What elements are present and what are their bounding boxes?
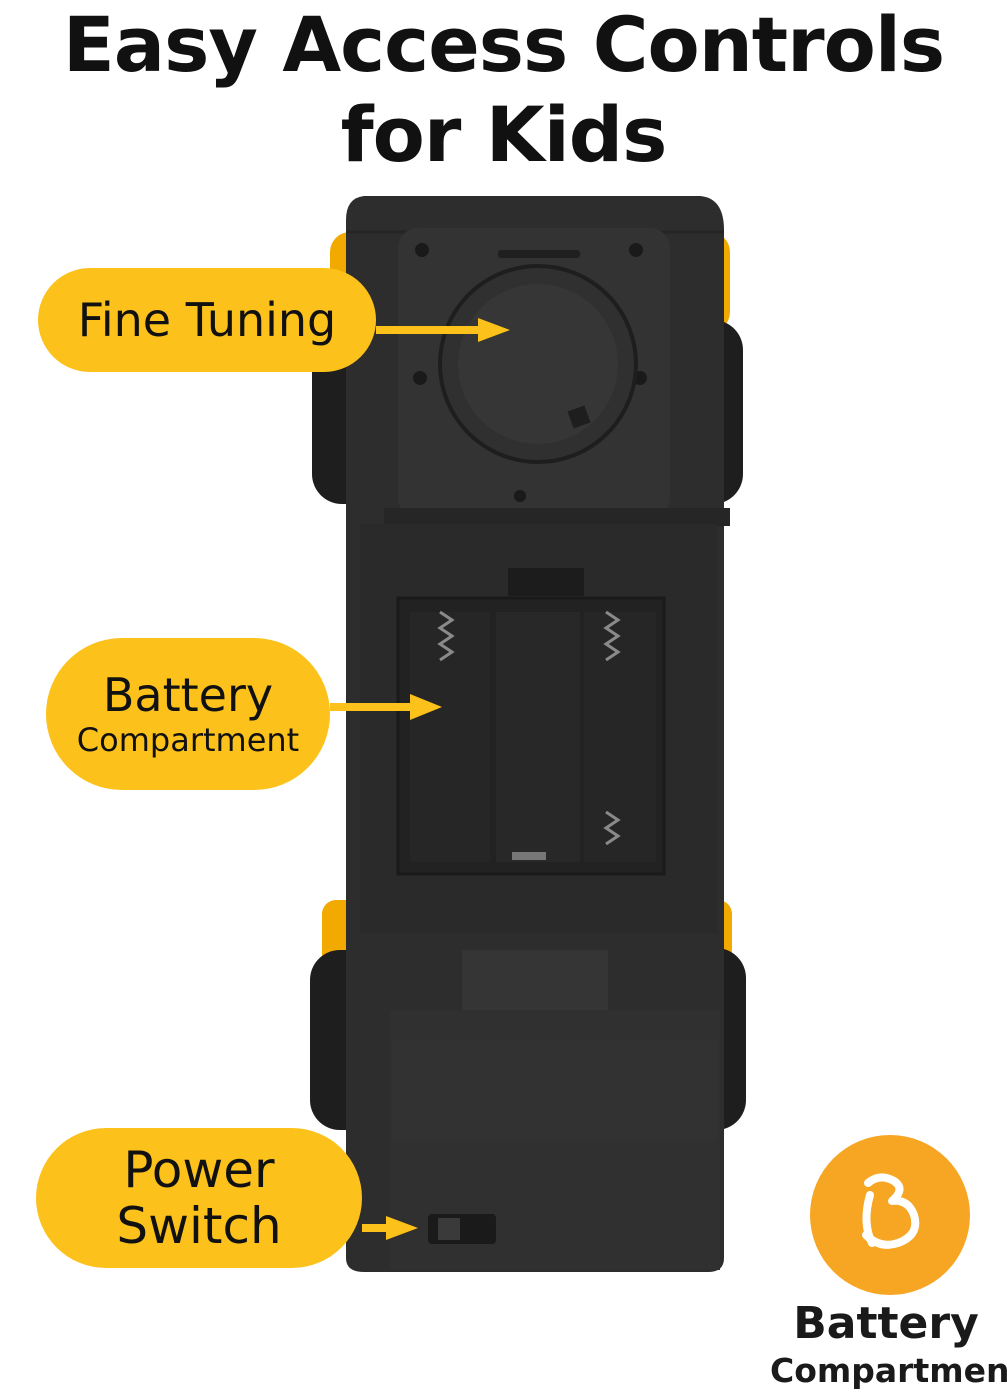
badge-caption-line-1: Battery — [793, 1298, 979, 1349]
callout-battery-line-2: Compartment — [76, 721, 300, 759]
callout-battery-compartment: Battery Compartment — [46, 638, 330, 790]
callout-fine-tuning-text: Fine Tuning — [77, 293, 337, 347]
battery-compartment-icon — [810, 1135, 970, 1295]
callout-power-line-2: Switch — [116, 1197, 282, 1255]
callout-power-switch: Power Switch — [36, 1128, 362, 1268]
callout-fine-tuning: Fine Tuning — [38, 268, 376, 372]
fine-tuning-dial — [438, 264, 638, 464]
badge-caption-line-2: Compartment — [770, 1351, 1007, 1390]
title-line-1: Easy Access Controls — [62, 0, 945, 89]
callout-power-line-1: Power — [123, 1141, 275, 1199]
battery-compartment — [396, 596, 666, 876]
callout-arrows — [330, 318, 510, 1240]
title-line-2: for Kids — [340, 90, 668, 179]
badge-caption: Battery Compartment — [770, 1298, 1007, 1392]
callout-battery-line-1: Battery — [102, 668, 274, 722]
page-title: Easy Access Controls for Kids — [0, 0, 1007, 180]
